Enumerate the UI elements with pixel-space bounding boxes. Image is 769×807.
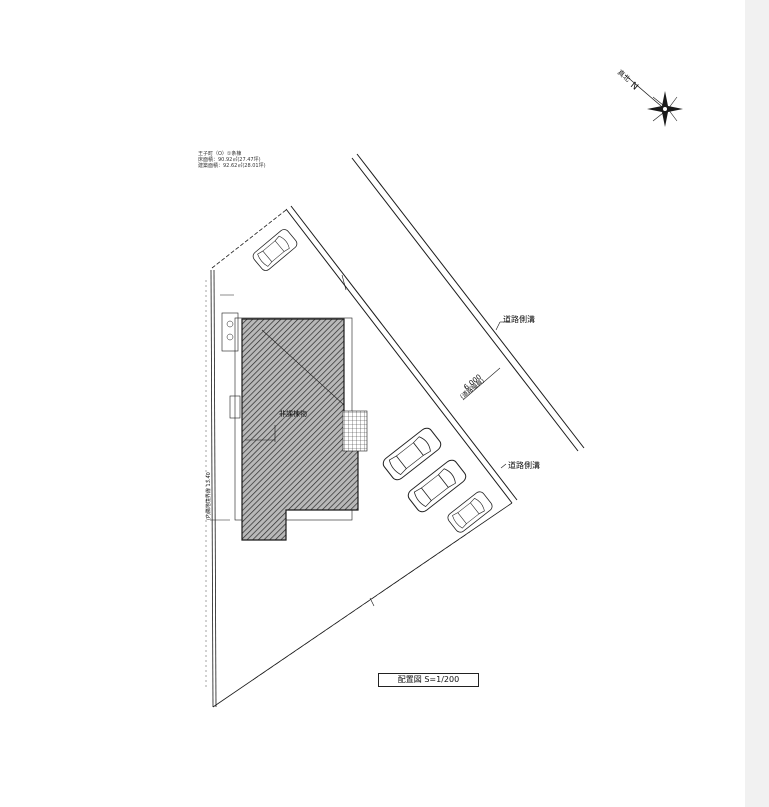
north-letter: N: [628, 81, 640, 93]
road-width-dimension: [462, 367, 501, 401]
info-name: 王子町（O）①条棟: [198, 151, 242, 157]
building-footprint: [241, 318, 359, 541]
north-label: 真北: [616, 68, 633, 84]
info-building-area: 建築面積：92.62㎡(28.01坪): [198, 163, 266, 169]
scrollbar[interactable]: [745, 0, 769, 807]
info-floor-area: 床面積：90.92㎡(27.47坪): [198, 157, 261, 163]
road-gutter-label-bottom: 道路側溝: [508, 460, 540, 470]
site-plan: 非課棟物 道路側溝 道路側溝 6.000 (道路幅員) (P)隣地境界線 13.…: [205, 68, 683, 708]
car-icon: [250, 227, 300, 273]
site-boundary: [205, 209, 513, 708]
drawing-sheet: 王子町（O）①条棟 床面積：90.92㎡(27.47坪) 建築面積：92.62㎡…: [198, 67, 683, 708]
building-label: 非課棟物: [279, 409, 307, 418]
compass-rose-icon: 真北 N: [616, 68, 683, 127]
deck-grid: [342, 410, 368, 452]
car-icon: [445, 489, 495, 535]
left-boundary-label: (P)隣地境界線 13.40: [205, 472, 212, 520]
scale-label: 配置図 S=1/200: [378, 673, 479, 687]
entrance-porch: [221, 312, 239, 352]
road-gutter-label-top: 道路側溝: [503, 314, 535, 324]
road: [285, 153, 585, 504]
